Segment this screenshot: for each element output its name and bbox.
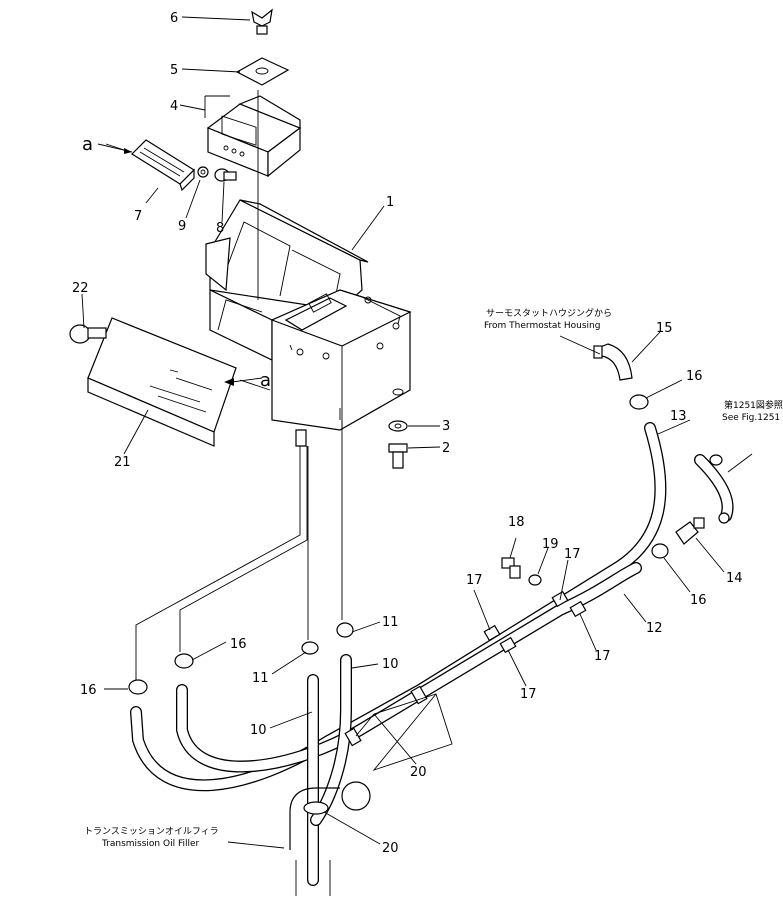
see-fig-en: See Fig.1251: [722, 413, 780, 423]
monitor-gauge-part: [204, 95, 302, 178]
callout-17-top-right: 17: [564, 547, 581, 562]
callout-20-upper: 20: [410, 765, 427, 780]
bolt-2-part: [388, 443, 408, 469]
callout-21: 21: [114, 455, 131, 470]
callout-13: 13: [670, 409, 687, 424]
annotation-thermostat: サーモスタットハウジングから From Thermostat Housing: [484, 307, 612, 331]
view-a-arrow-mid: [224, 377, 263, 386]
callout-9: 9: [178, 219, 186, 234]
gasket-plate-part: [235, 57, 290, 86]
mounting-plate-part: [87, 317, 237, 447]
knob-part: [69, 324, 107, 344]
washer-3-part: [388, 420, 408, 432]
callout-14: 14: [726, 571, 743, 586]
oil-filler-en: Transmission Oil Filler: [101, 839, 200, 849]
callout-5: 5: [170, 63, 178, 78]
hose-12: [176, 562, 642, 773]
clamp-11-left: [301, 641, 319, 655]
callout-20-lower: 20: [382, 841, 399, 856]
clamp-20-lower: [303, 801, 329, 815]
oil-filler-jp: トランスミッションオイルフィラ: [84, 826, 219, 837]
callout-4: 4: [170, 99, 178, 114]
callout-3: 3: [442, 419, 450, 434]
callout-8: 8: [216, 221, 224, 236]
bolt-18-part: [501, 557, 521, 579]
callout-22: 22: [72, 281, 89, 296]
callout-2: 2: [442, 441, 450, 456]
clamp-16-right-mid: [651, 543, 669, 559]
view-marker-a-top: a: [82, 134, 93, 155]
hose-see-fig: [694, 454, 734, 524]
callout-12: 12: [646, 621, 663, 636]
bolt-part: [214, 168, 237, 182]
leader-lines: [81, 16, 753, 849]
washer-part: [197, 166, 209, 178]
hose-fitting-14-part: [675, 517, 705, 545]
annotation-oil-filler: トランスミッションオイルフィラ Transmission Oil Filler: [84, 826, 219, 849]
callout-1: 1: [386, 195, 394, 210]
callout-17-bottom-left: 17: [520, 687, 537, 702]
lamp-bracket-part: [131, 139, 195, 192]
callout-15: 15: [656, 321, 673, 336]
clamp-16-right-top: [629, 394, 649, 410]
callout-11-right: 11: [382, 615, 399, 630]
callout-18: 18: [508, 515, 525, 530]
see-fig-jp: 第1251図参照: [724, 399, 783, 411]
callout-16-left: 16: [80, 683, 97, 698]
callout-labels: 6 5 4 1 7 9 8 22 21 3 2 15 16 13 18 19 1…: [72, 11, 743, 856]
callout-10-left: 10: [250, 723, 267, 738]
callout-16-right-mid: 16: [690, 593, 707, 608]
callout-6: 6: [170, 11, 178, 26]
callout-16-right-top: 16: [686, 369, 703, 384]
thermostat-jp: サーモスタットハウジングから: [486, 307, 612, 319]
filler-pipe: [289, 781, 371, 896]
callout-11-left: 11: [252, 671, 269, 686]
clamp-16-left: [128, 679, 148, 695]
tube-routes: [135, 420, 343, 680]
callout-16-center: 16: [230, 637, 247, 652]
callout-19: 19: [542, 537, 559, 552]
callout-17-bottom-right: 17: [594, 649, 611, 664]
clamp-16-center: [174, 653, 194, 669]
panel-housing-part: [205, 90, 412, 447]
thermostat-en: From Thermostat Housing: [484, 321, 600, 331]
wing-nut-part: [251, 8, 273, 35]
callout-10-right: 10: [382, 657, 399, 672]
callout-7: 7: [134, 209, 142, 224]
washer-19-part: [528, 574, 542, 586]
view-a-arrow-top: [97, 143, 133, 154]
callout-17-top-left: 17: [466, 573, 483, 588]
annotation-see-fig: 第1251図参照 See Fig.1251: [722, 399, 783, 423]
elbow-fitting-part: [593, 343, 633, 381]
clamp-11-right: [336, 622, 354, 638]
view-marker-a-mid: a: [260, 370, 271, 391]
